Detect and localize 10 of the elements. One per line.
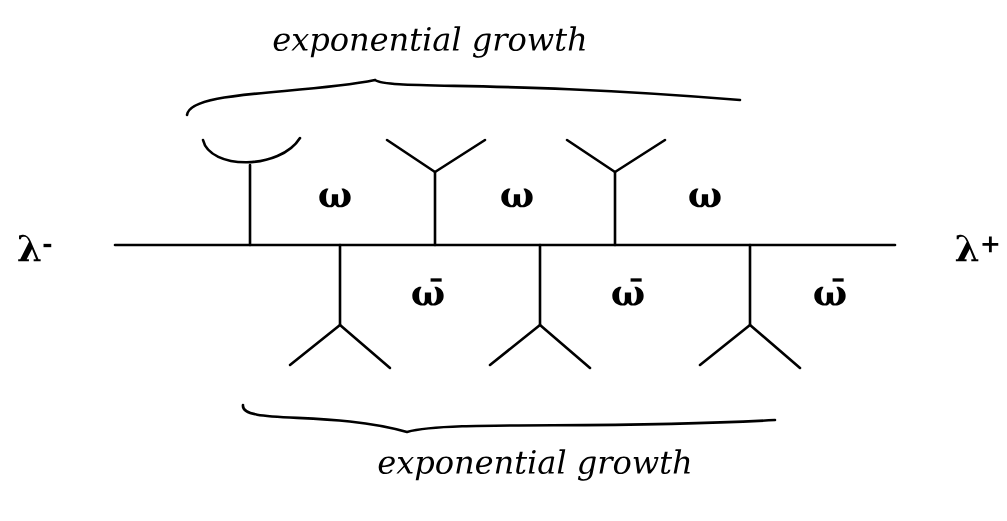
- symbol-label: ω̄: [814, 278, 846, 306]
- symbol-label: ω: [689, 188, 721, 208]
- symbol-label: ω: [319, 188, 351, 208]
- annotation-text: exponential growth: [273, 26, 585, 58]
- annotation-text: exponential growth: [378, 449, 690, 481]
- symbol-label: ω̄: [412, 278, 444, 306]
- symbol-label: ω̄: [612, 278, 644, 306]
- symbol-label: ω: [501, 188, 533, 208]
- symbol-label: λ$^{+}$: [955, 234, 999, 262]
- symbol-label: λ$^{-}$: [18, 234, 52, 262]
